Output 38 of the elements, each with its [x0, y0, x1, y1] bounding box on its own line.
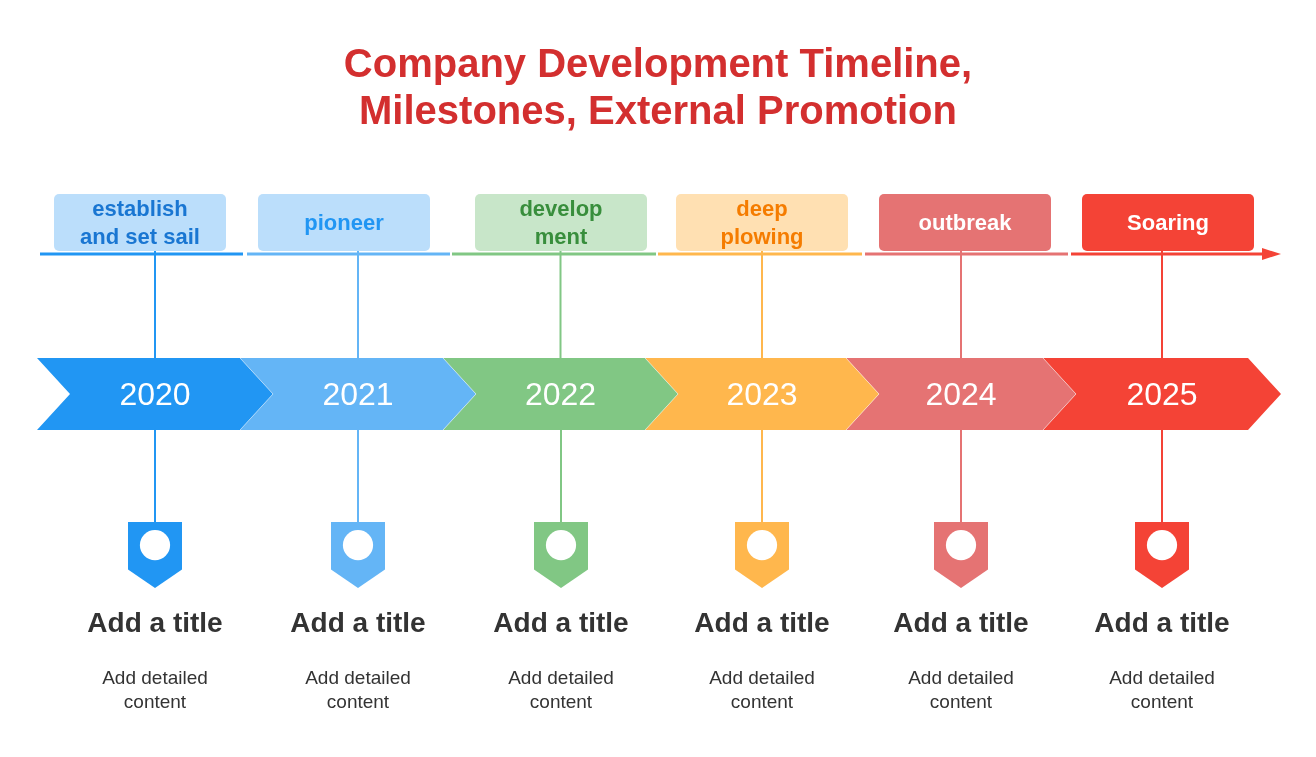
- connector-line: [560, 429, 562, 523]
- milestone-detail: Add detailed content: [1108, 666, 1216, 714]
- phase-label: pioneer: [258, 194, 430, 251]
- connector-line: [1161, 250, 1163, 359]
- connector-line: [960, 429, 962, 523]
- connector-line: [761, 429, 763, 523]
- pin-marker: [1135, 522, 1189, 588]
- milestone-detail: Add detailed content: [507, 666, 615, 714]
- pin-marker: [735, 522, 789, 588]
- connector-line: [960, 250, 962, 359]
- connector-line: [357, 250, 359, 359]
- milestone-title: Add a title: [694, 607, 830, 639]
- phase-label: Soaring: [1082, 194, 1254, 251]
- phase-label: develop ment: [475, 194, 647, 251]
- connector-line: [357, 429, 359, 523]
- milestone-title: Add a title: [87, 607, 223, 639]
- milestone-title: Add a title: [290, 607, 426, 639]
- milestone-detail: Add detailed content: [101, 666, 209, 714]
- milestone-detail: Add detailed content: [708, 666, 816, 714]
- phase-label: outbreak: [879, 194, 1051, 251]
- phase-label: establish and set sail: [54, 194, 226, 251]
- pin-marker: [534, 522, 588, 588]
- connector-line: [1161, 429, 1163, 523]
- pin-marker: [934, 522, 988, 588]
- diagram-title: Company Development Timeline, Milestones, External Promotion: [342, 40, 974, 134]
- milestone-title: Add a title: [1094, 607, 1230, 639]
- milestone-title: Add a title: [893, 607, 1029, 639]
- pin-marker: [331, 522, 385, 588]
- year-segment: 2025: [1043, 358, 1281, 430]
- connector-line: [154, 429, 156, 523]
- milestone-title: Add a title: [493, 607, 629, 639]
- phase-label: deep plowing: [676, 194, 848, 251]
- connector-line: [559, 250, 562, 359]
- milestone-detail: Add detailed content: [907, 666, 1015, 714]
- pin-marker: [128, 522, 182, 588]
- connector-line: [761, 250, 763, 359]
- milestone-detail: Add detailed content: [304, 666, 412, 714]
- connector-line: [154, 250, 156, 359]
